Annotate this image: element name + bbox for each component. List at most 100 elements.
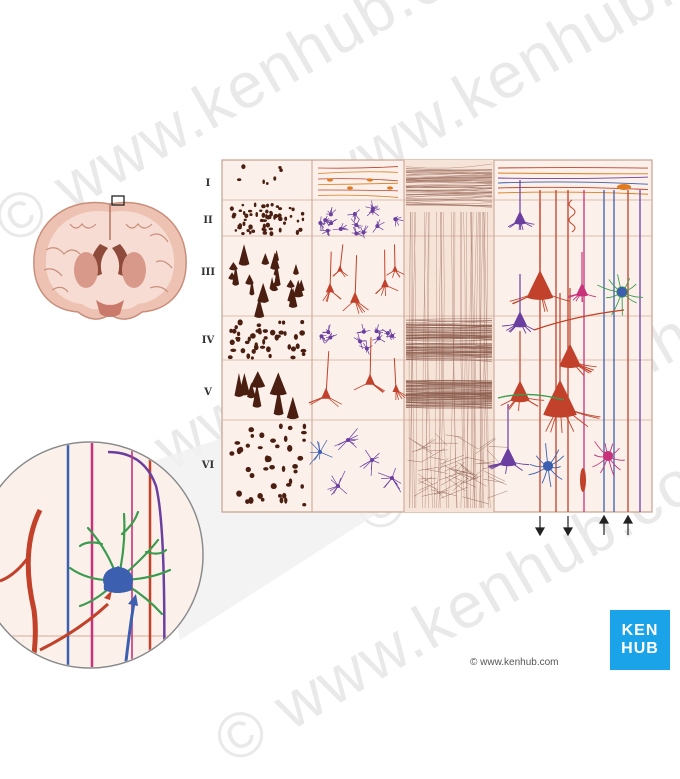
cortex-layers-panel (222, 160, 652, 512)
nissl-cell (275, 444, 280, 448)
stellate-cell-body (328, 336, 332, 340)
nissl-cell (235, 337, 240, 340)
nissl-cell (241, 164, 245, 169)
nissl-cell (270, 330, 275, 336)
nissl-cell (288, 426, 293, 430)
nissl-cell (261, 204, 266, 208)
nissl-cell (251, 229, 255, 233)
nissl-cell (242, 204, 245, 206)
brain-coronal-section (34, 196, 186, 319)
nissl-cell (283, 221, 286, 224)
nissl-cell (262, 219, 267, 222)
nissl-cell (282, 320, 285, 324)
nissl-cell (284, 497, 287, 503)
nissl-cell (287, 344, 291, 350)
nissl-cell (238, 319, 243, 325)
nissl-cell (284, 217, 287, 221)
stellate-cell-body (326, 330, 330, 334)
stellate-cell-body (353, 212, 357, 216)
nissl-cell (302, 218, 304, 222)
nissl-cell (229, 451, 234, 456)
nissl-cell (301, 349, 307, 353)
nissl-cell (300, 320, 304, 324)
nissl-cell (284, 331, 287, 336)
horizontal-cell (347, 186, 353, 189)
nissl-cell (278, 320, 281, 324)
nissl-cell (230, 206, 234, 210)
nissl-cell (239, 209, 242, 212)
nissl-cell (256, 329, 260, 333)
nissl-cell (254, 203, 257, 208)
nissl-cell (266, 182, 269, 185)
nissl-cell (264, 336, 268, 340)
nissl-cell (266, 346, 271, 352)
nissl-cell (291, 208, 294, 212)
nissl-cell (303, 424, 307, 430)
kenhub-logo: KEN HUB (610, 610, 670, 670)
logo-line2: HUB (610, 640, 670, 658)
nissl-cell (297, 220, 300, 223)
stellate-cell-body (386, 331, 390, 335)
nissl-cell (287, 445, 292, 452)
nissl-cell (232, 212, 236, 217)
nissl-cell (291, 346, 296, 351)
nissl-cell (301, 212, 304, 216)
nissl-cell (284, 436, 288, 442)
nissl-cell (243, 211, 245, 215)
nissl-cell (237, 178, 241, 181)
nissl-cell (248, 210, 252, 213)
nissl-cell (246, 444, 250, 448)
nissl-cell (258, 446, 263, 449)
logo-line1: KEN (610, 622, 670, 640)
nissl-cell (275, 335, 281, 338)
nissl-cell (257, 323, 262, 327)
nissl-cell (279, 331, 284, 335)
nissl-cell (301, 431, 307, 434)
layer-label-ii: II (188, 215, 228, 226)
nissl-cell (299, 330, 305, 335)
nissl-cell (266, 215, 271, 219)
stellate-cell-body (329, 221, 333, 225)
nissl-cell (248, 427, 254, 432)
nissl-cell (261, 498, 265, 502)
nissl-cell (249, 231, 251, 234)
stellate-cell-body (543, 461, 553, 471)
nissl-cell (263, 224, 266, 229)
layer-label-v: V (188, 387, 228, 398)
nissl-cell (269, 228, 273, 231)
nissl-cell (248, 337, 251, 342)
nissl-cell (277, 213, 281, 218)
layer-label-i: I (188, 178, 228, 189)
stellate-cell-body (370, 458, 374, 462)
stellate-cell-body (375, 224, 379, 228)
nissl-cell (259, 432, 264, 438)
nissl-cell (279, 228, 282, 233)
nissl-cell (302, 352, 306, 356)
nissl-cell (278, 494, 282, 498)
cortex-layers-illustration: © www.kenhub.com © www.kenhub.com © www.… (0, 0, 680, 680)
stellate-cell-body (323, 218, 327, 222)
stellate-cell-body (346, 438, 350, 442)
layer-label-iii: III (188, 267, 228, 278)
nissl-cell (262, 339, 265, 345)
nissl-cell (235, 229, 238, 232)
nissl-cell (230, 340, 235, 345)
nissl-cell (260, 346, 265, 349)
nissl-cell (248, 224, 252, 229)
stellate-cell-body (318, 450, 322, 454)
nissl-cell (237, 332, 240, 336)
nissl-cell (282, 466, 286, 472)
stellate-cell-body (390, 476, 394, 480)
stellate-cell-body (393, 217, 397, 221)
nissl-cell (249, 213, 252, 216)
nissl-cell (279, 168, 283, 172)
nissl-cell (242, 221, 245, 226)
nissl-cell (271, 203, 274, 206)
nissl-cell (238, 447, 243, 453)
nissl-cell (290, 215, 293, 218)
nissl-cell (296, 343, 300, 349)
diagram-canvas (0, 0, 680, 680)
layer-label-iv: IV (188, 335, 228, 346)
nissl-cell (269, 354, 272, 358)
nissl-cell (302, 503, 306, 506)
